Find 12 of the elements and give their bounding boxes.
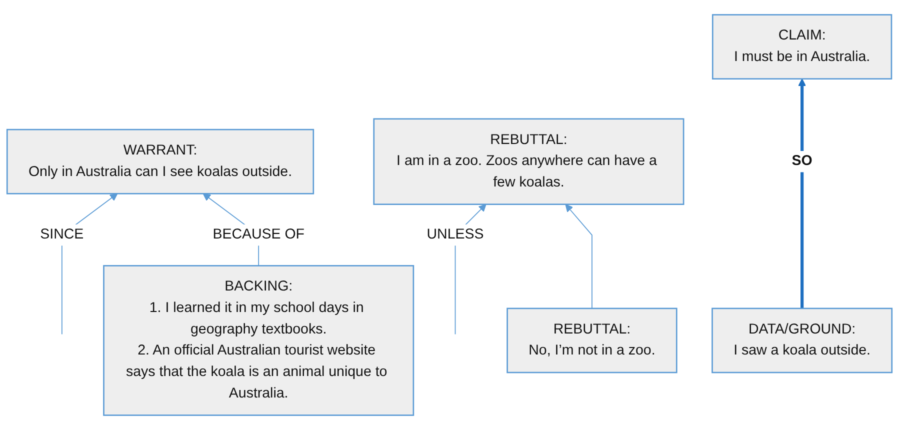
edge-label: UNLESS (426, 227, 484, 242)
edge-label: SO (792, 154, 812, 169)
node-box: WARRANT: Only in Australia can I see koalas outside. (6, 128, 314, 194)
arrow (565, 204, 592, 309)
node-box: DATA/GROUND: I saw a koala outside. (712, 308, 893, 374)
node-box: REBUTTAL: I am in a zoo. Zoos anywhere can have a few koalas. (373, 118, 684, 205)
node-box: CLAIM: I must be in Australia. (712, 14, 892, 80)
edge-label: SINCE (40, 227, 84, 242)
node-box: REBUTTAL: No, I’m not in a zoo. (506, 308, 678, 374)
edge-label: BECAUSE OF (212, 227, 304, 242)
arrow (798, 78, 806, 308)
node-box: BACKING: 1. I learned it in my school days in geography textbooks. 2. An official Australian tourist website says that the koala is an animal unique to Australia. (103, 265, 414, 416)
